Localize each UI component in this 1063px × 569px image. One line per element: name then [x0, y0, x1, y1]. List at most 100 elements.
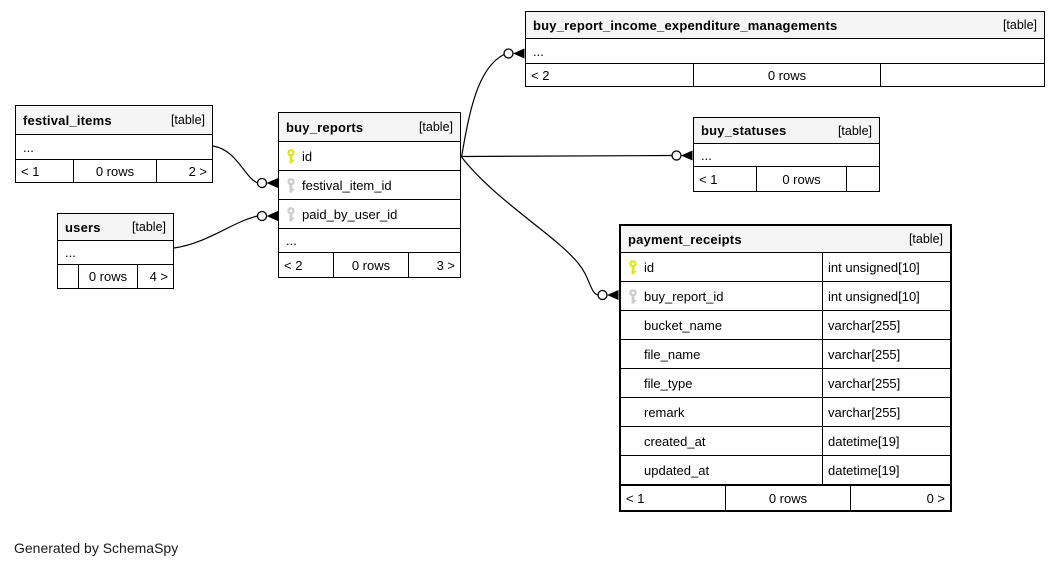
primary-key-icon: [628, 259, 644, 275]
column-type: varchar[255]: [822, 398, 950, 426]
fk-arrowhead-icon: [607, 290, 619, 300]
table-footer: < 1 0 rows 0 >: [621, 485, 950, 510]
fk-arrowhead-icon: [681, 150, 693, 161]
row-count: 0 rows: [725, 486, 850, 510]
column-type: varchar[255]: [822, 311, 950, 339]
column-name: updated_at: [644, 462, 710, 478]
relationship-users-to-buy-reports: [173, 215, 258, 249]
column-name: created_at: [644, 433, 706, 449]
table-header[interactable]: users [table]: [58, 214, 173, 241]
table-type-label: [table]: [418, 120, 453, 134]
related-left-count: < 1: [626, 490, 645, 506]
foreign-key-icon: [286, 177, 302, 193]
table-name[interactable]: users: [65, 219, 101, 235]
related-left-count: < 2: [531, 67, 550, 83]
primary-key-icon: [286, 148, 302, 164]
table-buy-statuses: buy_statuses [table] ... < 1 0 rows: [693, 117, 880, 192]
table-footer: < 1 0 rows 2 >: [16, 160, 212, 182]
related-right-count: 0 >: [850, 486, 950, 510]
zero-connector-icon: [671, 150, 682, 161]
column-row-id: id int unsigned[10]: [621, 253, 950, 282]
table-type-label: [table]: [1002, 18, 1037, 32]
column-name: bucket_name: [644, 317, 723, 333]
relationship-buy-reports-to-buy-statuses: [461, 154, 673, 158]
collapsed-columns-row: ...: [58, 241, 173, 265]
table-type-label: [table]: [170, 113, 205, 127]
relationship-festival-items-to-buy-reports: [212, 145, 258, 184]
column-row-buy-report-id: buy_report_id int unsigned[10]: [621, 282, 950, 311]
table-buy-reports: buy_reports [table] id: [278, 112, 461, 278]
table-name[interactable]: buy_report_income_expenditure_management…: [533, 17, 838, 33]
column-name: file_type: [644, 375, 693, 391]
column-name: id: [302, 148, 313, 164]
row-count: 0 rows: [73, 160, 156, 182]
collapsed-columns-row: ...: [279, 229, 460, 253]
generator-note: Generated by SchemaSpy: [14, 540, 179, 556]
column-type: varchar[255]: [822, 340, 950, 368]
table-header[interactable]: buy_reports [table]: [279, 113, 460, 142]
table-payment-receipts: payment_receipts [table] id int unsigned…: [619, 224, 952, 512]
row-count: 0 rows: [693, 64, 880, 86]
related-right-count: [880, 64, 1044, 86]
column-row-file-name: file_name varchar[255]: [621, 340, 950, 369]
table-type-label: [table]: [908, 232, 943, 246]
collapsed-columns-row: ...: [526, 39, 1044, 64]
column-row-remark: remark varchar[255]: [621, 398, 950, 427]
table-header[interactable]: buy_report_income_expenditure_management…: [526, 12, 1044, 39]
column-name: paid_by_user_id: [302, 206, 398, 222]
related-left-count: [58, 265, 78, 288]
table-header[interactable]: buy_statuses [table]: [694, 118, 879, 144]
column-name: file_name: [644, 346, 701, 362]
zero-connector-icon: [256, 177, 268, 189]
table-type-label: [table]: [837, 123, 872, 138]
column-row-bucket-name: bucket_name varchar[255]: [621, 311, 950, 340]
zero-connector-icon: [597, 289, 608, 301]
column-row-updated-at: updated_at datetime[19]: [621, 456, 950, 485]
relationship-buy-reports-to-managements: [460, 53, 505, 158]
related-right-count: [846, 167, 879, 191]
related-left-count: < 1: [699, 171, 718, 187]
table-name[interactable]: buy_statuses: [701, 123, 787, 138]
column-type: datetime[19]: [822, 427, 950, 455]
table-name[interactable]: buy_reports: [286, 119, 364, 135]
column-name: remark: [644, 404, 685, 420]
column-name: festival_item_id: [302, 177, 392, 193]
column-row-paid-by-user-id: paid_by_user_id: [279, 200, 460, 229]
column-type: varchar[255]: [822, 369, 950, 397]
table-name[interactable]: festival_items: [23, 112, 112, 128]
column-type: datetime[19]: [822, 456, 950, 484]
related-right-count: 3 >: [408, 253, 460, 277]
column-row-id: id: [279, 142, 460, 171]
table-type-label: [table]: [131, 220, 166, 234]
foreign-key-icon: [286, 206, 302, 222]
column-name: buy_report_id: [644, 288, 724, 304]
table-users: users [table] ... 0 rows 4 >: [57, 213, 174, 289]
table-footer: < 2 0 rows: [526, 64, 1044, 86]
fk-arrowhead-icon: [513, 48, 525, 59]
column-row-file-type: file_type varchar[255]: [621, 369, 950, 398]
zero-connector-icon: [256, 210, 268, 222]
relationship-buy-reports-to-payment-receipts: [461, 156, 599, 296]
row-count: 0 rows: [333, 253, 408, 277]
column-name: id: [644, 259, 655, 275]
related-left-count: < 1: [21, 163, 40, 179]
collapsed-columns-row: ...: [16, 135, 212, 160]
table-header[interactable]: payment_receipts [table]: [621, 226, 950, 253]
fk-arrowhead-icon: [266, 211, 278, 221]
fk-arrowhead-icon: [266, 178, 278, 188]
column-type: int unsigned[10]: [822, 253, 950, 281]
related-left-count: < 2: [284, 257, 303, 273]
table-name[interactable]: payment_receipts: [628, 231, 742, 247]
column-row-festival-item-id: festival_item_id: [279, 171, 460, 200]
collapsed-columns-row: ...: [694, 144, 879, 167]
row-count: 0 rows: [78, 265, 137, 288]
table-footer: < 2 0 rows 3 >: [279, 253, 460, 277]
column-type: int unsigned[10]: [822, 282, 950, 310]
table-header[interactable]: festival_items [table]: [16, 106, 212, 135]
table-festival-items: festival_items [table] ... < 1 0 rows 2 …: [15, 105, 213, 183]
related-right-count: 4 >: [137, 265, 173, 288]
table-footer: < 1 0 rows: [694, 167, 879, 191]
related-right-count: 2 >: [156, 160, 212, 182]
